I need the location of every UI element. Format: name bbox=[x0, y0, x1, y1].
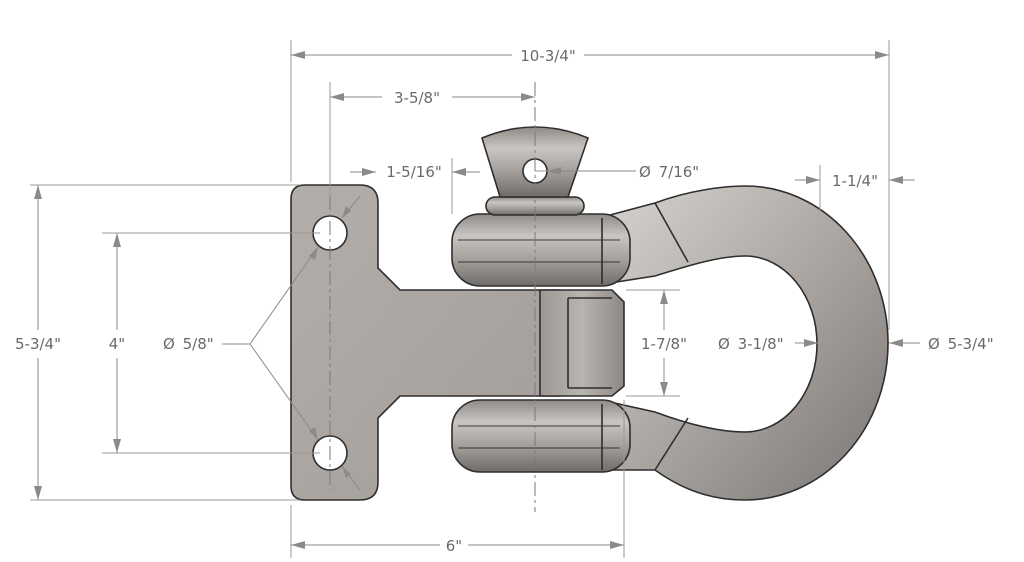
outer-dia-value: 5-3/4" bbox=[948, 335, 994, 353]
dim-bow-stock: 1-1/4" bbox=[832, 172, 878, 190]
inner-dia-value: 3-1/8" bbox=[738, 335, 784, 353]
dim-receiver-height: 1-7/8" bbox=[641, 335, 687, 353]
dim-pin-hole-dia: Ø 7/16" bbox=[639, 163, 699, 181]
hole-dia-value: 5/8" bbox=[183, 335, 214, 353]
receiver-block bbox=[539, 289, 625, 397]
dimension-labels: 10-3/4" 3-5/8" 1-5/16" Ø 7/16" 1-1/4" 5-… bbox=[15, 47, 994, 555]
extension-lines bbox=[30, 40, 890, 558]
diameter-symbol: Ø bbox=[163, 335, 175, 353]
dim-plate-height: 5-3/4" bbox=[15, 335, 61, 353]
part-body bbox=[290, 126, 889, 501]
diameter-symbol: Ø bbox=[639, 163, 651, 181]
pin-hole-dia-value: 7/16" bbox=[659, 163, 700, 181]
dim-overall-width: 10-3/4" bbox=[520, 47, 576, 65]
diameter-symbol: Ø bbox=[718, 335, 730, 353]
dim-hole-spacing: 4" bbox=[109, 335, 125, 353]
shackle-ear-bottom bbox=[451, 399, 631, 473]
dim-hole-dia: Ø 5/8" bbox=[163, 335, 214, 353]
dim-ear-thickness: 1-5/16" bbox=[386, 163, 442, 181]
shackle-bow bbox=[609, 185, 889, 501]
shackle-ear-top bbox=[451, 213, 631, 287]
dim-mount-to-pin: 3-5/8" bbox=[394, 89, 440, 107]
mounting-plate bbox=[290, 184, 561, 501]
dim-outer-dia: Ø 5-3/4" bbox=[928, 335, 994, 353]
dim-inner-dia: Ø 3-1/8" bbox=[718, 335, 784, 353]
dim-base-length: 6" bbox=[446, 537, 462, 555]
dimension-lines bbox=[34, 51, 920, 549]
diameter-symbol: Ø bbox=[928, 335, 940, 353]
